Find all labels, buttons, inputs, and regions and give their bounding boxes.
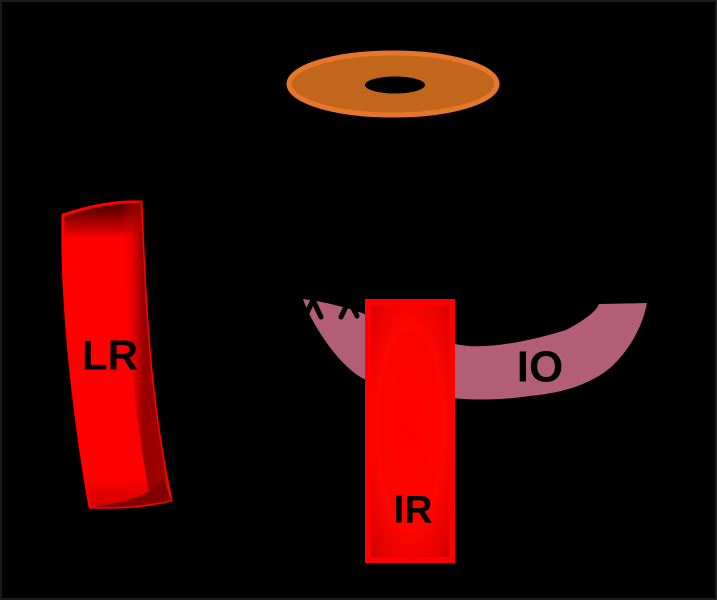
optic-disc-opening <box>365 76 425 94</box>
inferior-rectus-muscle: IR <box>365 299 455 563</box>
lateral-rectus-bottom-curl <box>92 478 171 508</box>
inferior-rectus-label: IR <box>394 489 433 532</box>
lateral-rectus-edge-shadow <box>121 202 171 502</box>
cut-mark-icon <box>302 297 324 320</box>
cut-mark-icon <box>338 297 360 320</box>
lateral-rectus-label: LR <box>82 332 138 379</box>
inferior-rectus-body <box>365 299 455 563</box>
optic-disc-group <box>286 50 500 118</box>
inferior-oblique-label: IO <box>517 343 563 392</box>
lateral-rectus-muscle: LR <box>61 200 173 509</box>
